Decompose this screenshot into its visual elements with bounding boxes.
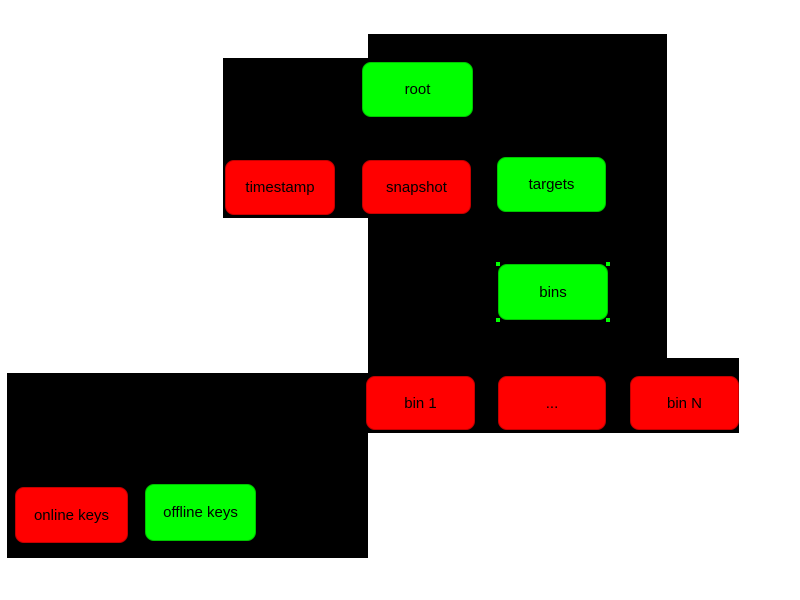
selection-handle-top-right [606, 262, 610, 266]
node-ellipsis: ... [498, 376, 606, 430]
node-bin-1-label: bin 1 [404, 394, 437, 412]
selection-handle-bottom-right [606, 318, 610, 322]
selection-handle-top-left [496, 262, 500, 266]
node-bin-n-label: bin N [666, 394, 703, 412]
node-snapshot: snapshot [362, 160, 471, 214]
node-online-keys: online keys [15, 487, 128, 543]
node-timestamp-label: timestamp [245, 179, 315, 196]
node-bin-1: bin 1 [366, 376, 475, 430]
node-bins: bins [496, 262, 610, 322]
node-targets-label: targets [528, 176, 575, 193]
node-ellipsis-label: ... [545, 394, 559, 412]
node-online-keys-label: online keys [33, 506, 110, 524]
node-targets: targets [497, 157, 606, 212]
node-offline-keys-label: offline keys [163, 504, 238, 521]
node-root: root [362, 62, 473, 117]
node-offline-keys: offline keys [145, 484, 256, 541]
node-snapshot-label: snapshot [386, 178, 447, 196]
selection-handle-bottom-left [496, 318, 500, 322]
node-bin-n: bin N [630, 376, 739, 430]
node-root-label: root [404, 81, 431, 98]
node-bins-label: bins [539, 283, 567, 301]
node-timestamp: timestamp [225, 160, 335, 215]
